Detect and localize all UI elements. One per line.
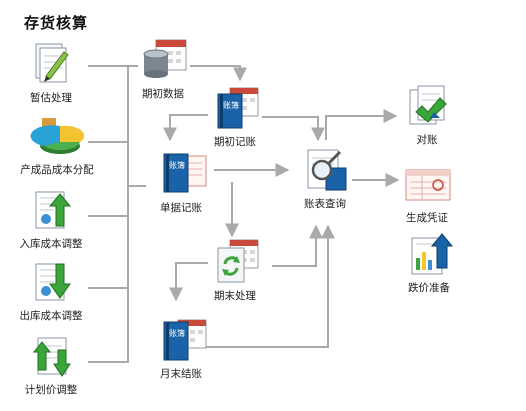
node-label: 出库成本调整: [19, 310, 83, 322]
node-period-end-processing[interactable]: 期末处理: [190, 238, 280, 303]
document-down-arrow-icon: [35, 263, 71, 301]
node-label: 期末处理: [214, 290, 256, 302]
document-check-icon: [409, 85, 447, 125]
node-label: 计划价调整: [24, 384, 78, 396]
node-opening-bookkeeping[interactable]: 账簿 期初记账: [190, 84, 280, 149]
node-label: 期初记账: [214, 136, 256, 148]
document-chart-up-icon: [411, 233, 454, 275]
ledger-book-document-icon: 账簿: [163, 153, 207, 193]
svg-text:账簿: 账簿: [223, 100, 239, 110]
node-impairment-provision[interactable]: 跌价准备: [384, 230, 474, 295]
database-calendar-icon: [143, 39, 187, 78]
voucher-form-icon: [405, 169, 451, 201]
node-label: 入库成本调整: [19, 238, 83, 250]
document-up-arrow-icon: [35, 191, 72, 229]
document-up-down-arrows-icon: [32, 337, 71, 377]
recycle-calendar-icon: [217, 239, 259, 283]
node-label: 单据记账: [160, 202, 202, 214]
node-opening-data[interactable]: 期初数据: [118, 36, 208, 101]
pie-chart-icon: [30, 118, 84, 154]
node-document-bookkeeping[interactable]: 账簿 单据记账: [136, 150, 226, 215]
node-label: 账表查询: [304, 198, 346, 210]
node-label: 月末结账: [160, 368, 202, 380]
node-reconciliation[interactable]: 对账: [382, 82, 472, 147]
node-label: 跌价准备: [408, 282, 450, 294]
svg-text:账簿: 账簿: [169, 160, 185, 170]
diagram-title: 存货核算: [24, 14, 89, 32]
document-pen-icon: [35, 43, 69, 83]
node-outbound-cost-adjustment[interactable]: 出库成本调整: [6, 258, 96, 323]
node-label: 暂估处理: [30, 92, 72, 104]
node-inbound-cost-adjustment[interactable]: 入库成本调整: [6, 186, 96, 251]
svg-text:账簿: 账簿: [169, 328, 185, 338]
ledger-book-calendar-icon: 账簿: [217, 87, 259, 129]
node-product-cost-allocation[interactable]: 产成品成本分配: [12, 112, 102, 177]
node-month-end-closing[interactable]: 账簿 月末结账: [136, 316, 226, 381]
node-provisional-estimate[interactable]: 暂估处理: [6, 40, 96, 105]
node-planned-price-adjustment[interactable]: 计划价调整: [6, 332, 96, 397]
node-label: 对账: [416, 134, 438, 146]
node-label: 产成品成本分配: [20, 164, 94, 176]
node-report-query[interactable]: 账表查询: [280, 146, 370, 211]
node-label: 生成凭证: [406, 212, 448, 224]
node-label: 期初数据: [142, 88, 184, 100]
node-generate-voucher[interactable]: 生成凭证: [382, 160, 472, 225]
ledger-book-calendar-icon: 账簿: [163, 319, 207, 361]
magnifier-report-icon: [307, 149, 347, 191]
